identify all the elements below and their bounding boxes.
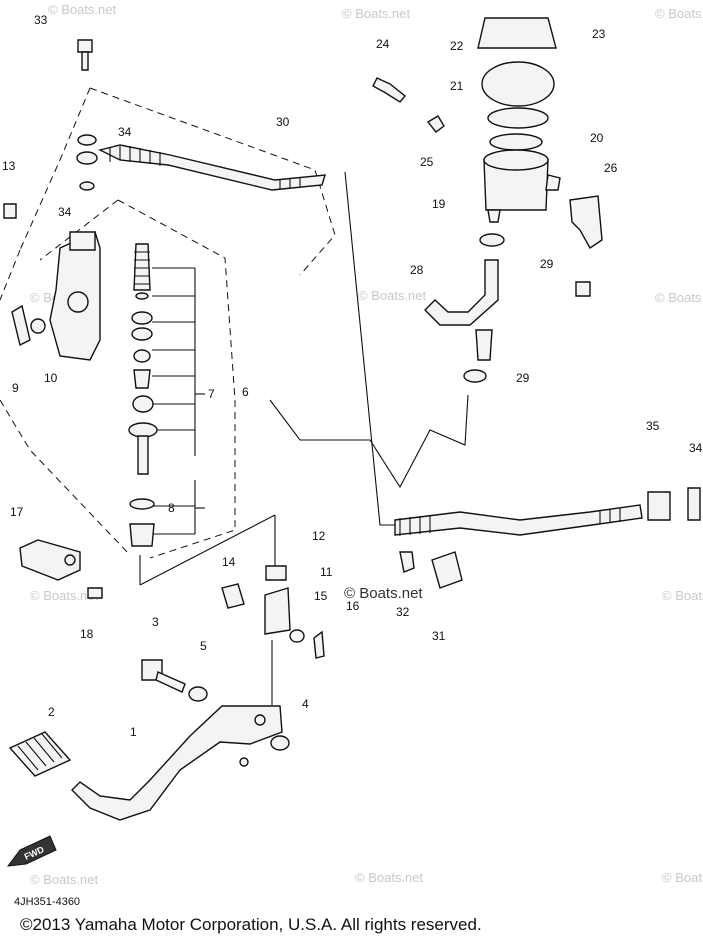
part-label: 28 <box>410 263 424 277</box>
part-label: 24 <box>376 37 390 51</box>
part-label: 23 <box>592 27 606 41</box>
part-label: 21 <box>450 79 464 93</box>
copyright-notice: ©2013 Yamaha Motor Corporation, U.S.A. A… <box>20 915 482 934</box>
watermark: © Boats.net <box>355 870 424 885</box>
part-label: 19 <box>432 197 446 211</box>
watermark: © Boats.net <box>358 288 427 303</box>
fasteners-left <box>3 39 98 219</box>
part-label: 34 <box>689 441 703 455</box>
part-label: 20 <box>590 131 604 145</box>
part-label: 12 <box>312 529 326 543</box>
diagram-code: 4JH351-4360 <box>14 896 81 908</box>
part-label: 10 <box>44 371 58 385</box>
part-label: 29 <box>540 257 554 271</box>
reservoir <box>477 17 561 223</box>
clevis-11 <box>221 565 325 659</box>
part-label: 7 <box>208 387 215 401</box>
master-cylinder <box>11 231 101 361</box>
watermark: © Boats.net <box>655 290 703 305</box>
part-label: 22 <box>450 39 464 53</box>
watermark: © Boats.net <box>655 6 703 21</box>
part-label: 9 <box>12 381 19 395</box>
part-label: 1 <box>130 725 137 739</box>
part-label: 13 <box>2 159 16 173</box>
plate-17 <box>19 539 103 599</box>
part-label: 35 <box>646 419 660 433</box>
leader-lines <box>139 171 469 705</box>
part-label: 15 <box>314 589 328 603</box>
part-label: 30 <box>276 115 290 129</box>
group-outlines <box>0 87 336 559</box>
part-label: 14 <box>222 555 236 569</box>
watermark: © Boats.net <box>48 2 117 17</box>
hose-28 <box>424 233 505 383</box>
watermark: © Boats.net <box>30 588 99 603</box>
part-label: 34 <box>58 205 72 219</box>
watermark-prominent: © Boats.net <box>344 585 423 602</box>
hose-30 <box>97 144 326 191</box>
part-label: 11 <box>320 565 333 579</box>
part-label: 3 <box>152 615 159 629</box>
watermark: © Boats.net <box>30 872 99 887</box>
part-label: 4 <box>302 697 309 711</box>
part-label: 31 <box>432 629 446 643</box>
part-label: 16 <box>346 599 360 613</box>
hose-lower <box>394 487 701 536</box>
watermark: © Boats.net <box>662 870 703 885</box>
clamp-31-32 <box>399 551 463 589</box>
part-label: 5 <box>200 639 207 653</box>
part-label: 32 <box>396 605 410 619</box>
part-label: 6 <box>242 385 249 399</box>
part-label: 17 <box>10 505 24 519</box>
part-label: 25 <box>420 155 434 169</box>
part-label: 2 <box>48 705 55 719</box>
watermarks: © Boats.net © Boats.net © Boats.net © Bo… <box>30 2 703 887</box>
part-label: 18 <box>80 627 94 641</box>
brake-pedal <box>8 705 283 821</box>
part-label: 33 <box>34 13 48 27</box>
part-callouts: 33 24 22 23 21 20 34 30 13 25 26 19 34 2… <box>2 13 703 739</box>
pivot-bolt <box>141 659 290 751</box>
part-label: 29 <box>516 371 530 385</box>
watermark: © Boats.net <box>342 6 411 21</box>
fwd-arrow: FWD <box>6 835 57 867</box>
watermark: © Boats.net <box>662 588 703 603</box>
piston-kit <box>128 243 158 547</box>
part-label: 8 <box>168 501 175 515</box>
brackets-upper <box>372 77 603 297</box>
part-label: 34 <box>118 125 132 139</box>
part-label: 26 <box>604 161 618 175</box>
